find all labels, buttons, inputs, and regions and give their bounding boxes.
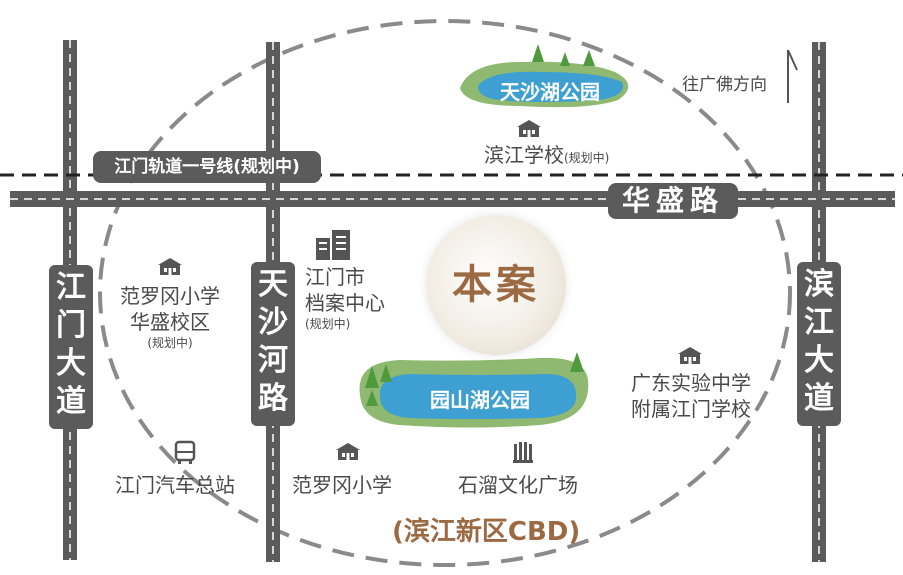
school-icon [336, 443, 360, 460]
road-huasheng-road [10, 191, 895, 207]
jiangmen-avenue-label: 江 门 大 道 [49, 265, 93, 429]
binjiang-school-label: 滨江学校(规划中) [484, 143, 610, 167]
archives-center-label: 江门市 档案中心 (规划中) [305, 265, 385, 331]
school-icon [517, 120, 541, 137]
tiansha-lake-park-label: 天沙湖公园 [500, 80, 600, 104]
gdsy-school-label: 广东实验中学 附属江门学校 [631, 371, 751, 421]
tiansha-road-label: 天 沙 河 路 [251, 262, 295, 426]
culture-icon [513, 442, 533, 463]
direction-label: 往广佛方向 [682, 75, 767, 95]
bus-icon [174, 440, 196, 464]
cbd-district-label: (滨江新区CBD) [392, 517, 581, 547]
culture-square-label: 石溜文化广场 [458, 473, 578, 497]
tiansha-lake-park-shape [460, 44, 629, 108]
yuanshan-lake-park-shape [359, 352, 589, 428]
direction-arrow-icon [787, 49, 798, 103]
project-center-label: 本案 [452, 262, 540, 308]
cbd-boundary-circle [98, 19, 792, 567]
project-center-marker: 本案 [426, 215, 566, 355]
rail-line-label: 江门轨道一号线(规划中) [93, 151, 321, 183]
fanluogang-primary-label: 范罗冈小学 [292, 473, 392, 497]
yuanshan-lake-park-label: 园山湖公园 [430, 388, 530, 412]
binjiang-avenue-label: 滨 江 大 道 [797, 262, 841, 426]
school-icon [158, 258, 182, 275]
huasheng-road-label: 华盛路 [608, 183, 738, 219]
fanluogang-huasheng-label: 范罗冈小学 华盛校区 (规划中) [120, 284, 220, 350]
bus-station-label: 江门汽车总站 [115, 473, 235, 497]
school-icon [678, 347, 702, 364]
building-icon [316, 230, 350, 260]
